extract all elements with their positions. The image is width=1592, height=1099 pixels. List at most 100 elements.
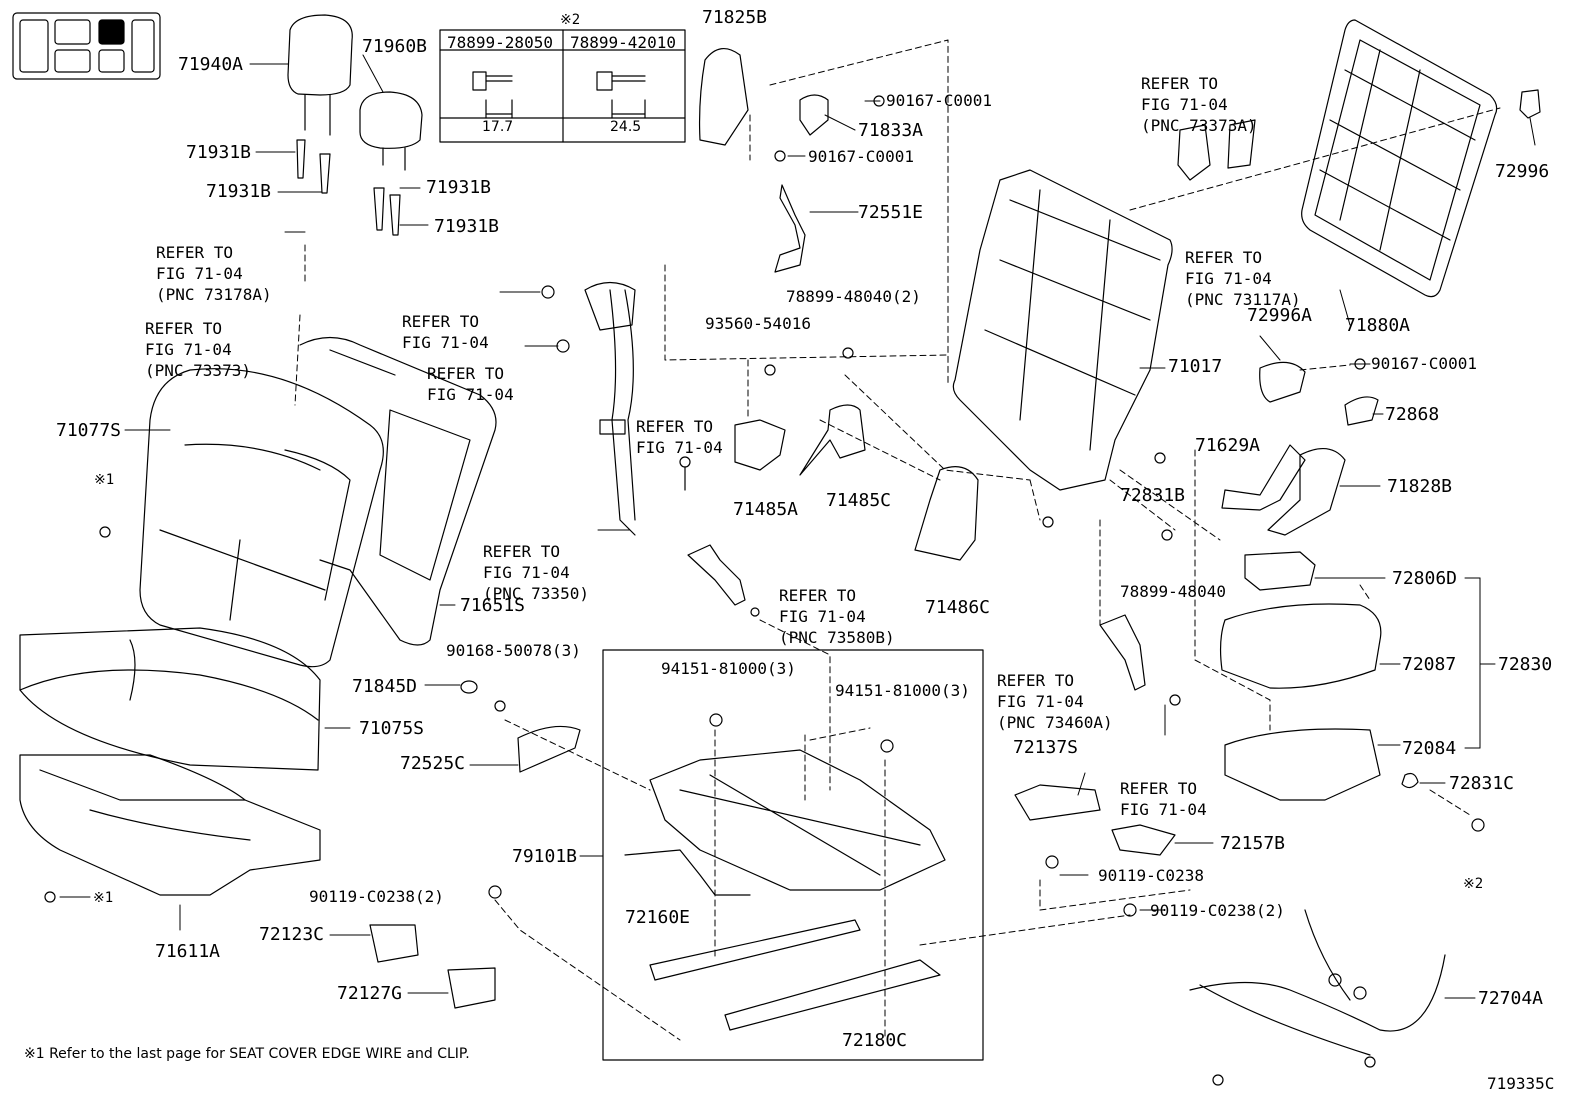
callout-72160E: 72160E — [625, 907, 691, 928]
callout-72180C: 72180C — [842, 1030, 908, 1051]
callout-72831C: 72831C — [1449, 773, 1515, 794]
callout-90167-C0001: 90167-C0001 — [886, 91, 992, 110]
seatback-frame-71017 — [952, 169, 1173, 491]
callout-71651S: 71651S — [460, 595, 526, 616]
callout-90167-C0001: 90167-C0001 — [1371, 354, 1477, 373]
part-72137S — [1014, 784, 1101, 821]
cushion-pad-71611A — [19, 754, 321, 896]
callout-note-ref-1: ※1 — [93, 890, 114, 906]
harness-72704A — [1189, 909, 1446, 1056]
callout-72704A: 72704A — [1478, 988, 1544, 1009]
part-71828B — [1267, 448, 1346, 536]
callout-71486C: 71486C — [925, 597, 991, 618]
footnote: ※1 Refer to the last page for SEAT COVER… — [24, 1046, 470, 1062]
fasteners — [44, 95, 1485, 1086]
bolt-table-dim-1: 17.7 — [482, 119, 514, 135]
callout-71017: 71017 — [1168, 356, 1223, 377]
wire-72160E — [624, 849, 751, 896]
callout-71629A: 71629A — [1195, 435, 1261, 456]
callout-71931B: 71931B — [206, 181, 272, 202]
callout-71931B: 71931B — [186, 142, 252, 163]
callout-72996A: 72996A — [1247, 305, 1313, 326]
callout-71485C: 71485C — [826, 490, 892, 511]
callout-71077S: 71077S — [56, 420, 122, 441]
callout-72996: 72996 — [1495, 161, 1550, 182]
track-72180C — [724, 959, 941, 1031]
part-71629A — [1221, 444, 1306, 511]
part-73117A-bracket — [1227, 119, 1256, 169]
callout-72087: 72087 — [1402, 654, 1457, 675]
part-72996A — [1259, 361, 1306, 403]
callout-71845D: 71845D — [352, 676, 418, 697]
callout-71485A: 71485A — [733, 499, 799, 520]
part-71845D — [460, 680, 478, 694]
figure-id: 719335C — [1487, 1074, 1555, 1093]
callout-93560-54016: 93560-54016 — [705, 314, 811, 333]
callout-71075S: 71075S — [359, 718, 425, 739]
callout-71931B: 71931B — [426, 177, 492, 198]
callout-78899-48040-2: 78899-48040(2) — [786, 287, 921, 306]
callout-71880A: 71880A — [1345, 315, 1411, 336]
callout-72525C: 72525C — [400, 753, 466, 774]
callout-72137S: 72137S — [1013, 737, 1079, 758]
buckle-73460A — [1099, 614, 1146, 691]
callout-71828B: 71828B — [1387, 476, 1453, 497]
callout-72551E: 72551E — [858, 202, 924, 223]
part-72551E — [774, 184, 806, 273]
seatback-cover-71077S — [139, 368, 384, 668]
callout-71825B: 71825B — [702, 7, 768, 28]
callout-90119-C0238-2: 90119-C0238(2) — [1150, 901, 1285, 920]
headrest-71940A — [287, 14, 353, 136]
headrest-71960B — [359, 91, 423, 171]
callout-71833A: 71833A — [858, 120, 924, 141]
cushion-cover-71075S — [19, 627, 321, 771]
part-71486C — [914, 466, 979, 561]
callout-72830: 72830 — [1498, 654, 1553, 675]
part-72996 — [1519, 89, 1541, 119]
part-71833A — [799, 94, 829, 136]
callout-90119-C0238: 90119-C0238 — [1098, 866, 1204, 885]
leader-lines — [59, 54, 1536, 999]
callout-72127G: 72127G — [337, 983, 403, 1004]
seatback-board-71651S — [299, 336, 497, 646]
part-72127G — [447, 967, 496, 1009]
callout-78899-48040: 78899-48040 — [1120, 582, 1226, 601]
track-72160E — [649, 919, 861, 981]
armrest-72830 — [1219, 551, 1382, 801]
callout-note-ref-2: ※2 — [560, 12, 581, 28]
seatbelt-assembly — [584, 281, 636, 536]
callout-note-ref-1: ※1 — [94, 472, 115, 488]
callout-94151-81000-3: 94151-81000(3) — [835, 681, 970, 700]
bolt-table-dim-2: 24.5 — [610, 119, 642, 135]
callout-90119-C0238-2: 90119-C0238(2) — [309, 887, 444, 906]
bolt-table-part-2: 78899-42010 — [570, 33, 676, 52]
headrest-guides — [296, 139, 401, 236]
part-71485A — [734, 419, 786, 471]
callout-79101B: 79101B — [512, 846, 578, 867]
callout-72157B: 72157B — [1220, 833, 1286, 854]
callout-72831B: 72831B — [1120, 485, 1186, 506]
seat-position-icon — [12, 12, 161, 80]
callout-72868: 72868 — [1385, 404, 1440, 425]
callout-72123C: 72123C — [259, 924, 325, 945]
part-72123C — [369, 924, 419, 963]
part-72868 — [1344, 396, 1379, 426]
part-71485C — [799, 404, 866, 476]
part-71825B — [698, 48, 749, 146]
cushion-frame-box — [602, 649, 984, 1061]
callout-71960B: 71960B — [362, 36, 428, 57]
callout-72084: 72084 — [1402, 738, 1457, 759]
part-72157B — [1111, 824, 1176, 856]
callout-90167-C0001: 90167-C0001 — [808, 147, 914, 166]
